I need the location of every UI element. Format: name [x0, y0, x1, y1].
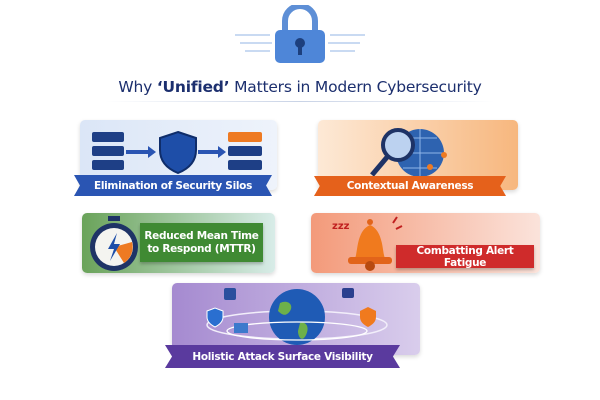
card-attack-surface [172, 283, 420, 355]
card-label-security-silos: Elimination of Security Silos [74, 175, 272, 196]
card-alert-fatigue: Combatting Alert Fatigue [311, 213, 540, 273]
svg-text:zzz: zzz [332, 221, 350, 232]
mttr-label-line2: to Respond (MTTR) [147, 242, 256, 255]
globe-network-icon [206, 288, 388, 345]
card-label-attack-surface: Holistic Attack Surface Visibility [165, 345, 400, 368]
stopwatch-lightning-icon [90, 216, 138, 271]
card-label-alert-fatigue: Combatting Alert Fatigue [396, 245, 534, 269]
shield-icon [159, 130, 197, 175]
card-label-mttr: Reduced Mean Time to Respond (MTTR) [140, 223, 263, 262]
alarm-bell-icon: zzz [332, 216, 403, 271]
magnifier-globe-icon [370, 128, 447, 177]
mttr-label-line1: Reduced Mean Time [144, 229, 259, 242]
page-title: Why ‘Unified’ Matters in Modern Cybersec… [118, 78, 482, 96]
padlock-icon [235, 5, 365, 63]
title-divider [105, 101, 495, 102]
server-icon [92, 130, 262, 175]
card-label-contextual-awareness: Contextual Awareness [314, 176, 506, 196]
